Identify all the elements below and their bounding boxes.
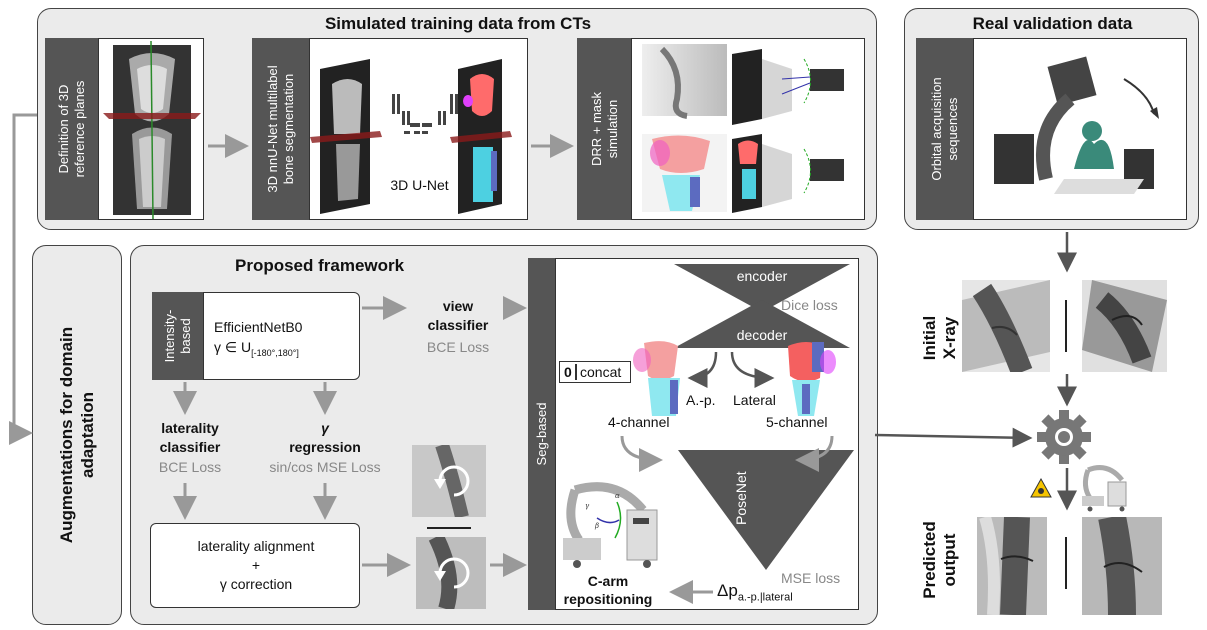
regression-label: regression: [289, 439, 361, 455]
concat-zero: 0: [564, 364, 572, 380]
initial-xray-lateral-image: [1082, 280, 1167, 372]
view-classifier: view classifier: [427, 298, 489, 333]
gamma-range: [-180°,180°]: [251, 347, 299, 358]
step3-image-box: [631, 38, 865, 220]
step3-tab: DRR + mask simulation: [577, 38, 632, 220]
laterality-classifier: laterality classifier: [159, 420, 221, 455]
radiation-warning-icon: [1030, 478, 1052, 498]
top-panel-title: Simulated training data from CTs: [324, 14, 592, 33]
initial-xray-lateral: [1082, 280, 1167, 372]
delta-p: Δpa.-p.|lateral: [717, 581, 793, 603]
unet-segmentation-image: [310, 59, 512, 214]
seg-label: Seg-based: [534, 402, 549, 466]
predicted-xray-lateral: [1082, 514, 1162, 616]
posenet-label: PoseNet: [733, 471, 749, 525]
gamma-prefix: γ ∈ U: [214, 339, 252, 355]
concat-box: 0 concat: [559, 361, 631, 383]
seg-tab: Seg-based: [528, 258, 556, 610]
model-name: EfficientNetB0: [214, 319, 303, 335]
posenet-triangle: [678, 450, 854, 570]
step2-tab: 3D nnU-Net multilabel bone segmentation: [252, 38, 310, 220]
orbital-tab: Orbital acquisition sequences: [916, 38, 974, 220]
svg-text:γ: γ: [585, 502, 590, 510]
concat-label: concat: [580, 364, 622, 380]
initial-xray-label: Initial X-ray: [920, 315, 959, 361]
step1-label: Definition of 3D reference planes: [56, 80, 87, 178]
alignment-line3: γ correction: [219, 576, 293, 592]
alignment-box: laterality alignment + γ correction: [150, 523, 360, 608]
carm-small-icon: [1082, 465, 1127, 512]
five-channel-label: 5-channel: [766, 414, 828, 430]
delta-p-symbol: Δp: [717, 581, 738, 600]
gamma-distribution: γ ∈ U[-180°,180°]: [214, 339, 299, 358]
step1-tab: Definition of 3D reference planes: [45, 38, 99, 220]
delta-p-subscript: a.-p.|lateral: [737, 591, 793, 604]
step2-label: 3D nnU-Net multilabel bone segmentation: [265, 65, 296, 193]
rotation-arrow-icon-2: [416, 533, 486, 612]
lateral-mask-image: [788, 342, 836, 416]
rotation-arrow-icon: [412, 442, 486, 519]
four-channel-label: 4-channel: [608, 414, 670, 430]
svg-text:α: α: [615, 492, 620, 500]
framework-title: Proposed framework: [235, 256, 405, 275]
ap-label: A.-p.: [686, 392, 716, 408]
initial-xray-ap-image: [962, 280, 1050, 376]
alignment-line1: laterality alignment: [197, 538, 315, 554]
orbital-label: Orbital acquisition sequences: [929, 77, 960, 181]
rotated-xray-top: [412, 442, 486, 519]
intensity-tab: Intensity- based: [152, 292, 204, 380]
step3-label: DRR + mask simulation: [588, 91, 620, 167]
step2-caption: 3D U-Net: [390, 177, 449, 193]
predicted-xray-lateral-image: [1082, 514, 1162, 616]
mse-loss: MSE loss: [781, 570, 841, 586]
real-validation-title: Real validation data: [972, 14, 1133, 33]
ap-mask-image: [633, 341, 680, 416]
regression-loss: sin/cos MSE Loss: [269, 459, 381, 475]
ct-reference-planes-image: [103, 40, 201, 220]
xray-divider: [427, 527, 471, 529]
gamma-symbol: γ: [321, 420, 329, 436]
gamma-regression: γ regression: [255, 419, 395, 457]
lateral-label: Lateral: [733, 392, 776, 408]
predicted-xray-ap-image: [977, 515, 1047, 616]
carm-repositioning-label: C-arm repositioning: [563, 573, 653, 607]
drr-mask-simulation-image: [642, 44, 844, 213]
predicted-xray-ap: [977, 515, 1047, 616]
step1-image-box: [98, 38, 204, 220]
concat-separator: [575, 364, 577, 380]
initial-xray-divider: [1065, 300, 1067, 352]
step2-image-box: 3D U-Net: [309, 38, 528, 220]
decoder-label: decoder: [736, 327, 788, 343]
intensity-label: Intensity- based: [162, 309, 193, 363]
gear-icon: [1037, 410, 1091, 464]
encoder-label: encoder: [736, 268, 788, 284]
carm-image-box: [973, 38, 1187, 220]
svg-text:β: β: [594, 522, 599, 530]
rotated-xray-bottom: [416, 533, 486, 612]
alignment-plus: +: [251, 557, 261, 573]
carm-robot-image: α γ β: [563, 482, 658, 568]
laterality-loss: BCE Loss: [158, 459, 222, 475]
augmentation-label: Augmentations for domain adaptation: [57, 326, 97, 544]
carm-orbital-image: [994, 56, 1159, 194]
augmentation-panel: Augmentations for domain adaptation: [32, 245, 122, 625]
initial-xray-ap: [962, 280, 1050, 376]
efficientnet-box: EfficientNetB0 γ ∈ U[-180°,180°]: [203, 292, 360, 380]
predicted-xray-divider: [1065, 537, 1067, 589]
decoder-triangle: [674, 300, 850, 348]
view-classifier-loss: BCE Loss: [426, 339, 490, 355]
predicted-output-label: Predicted output: [920, 521, 959, 599]
